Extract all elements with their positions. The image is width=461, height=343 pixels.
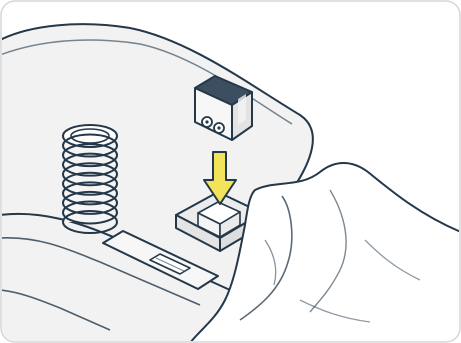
spring-body: [63, 136, 117, 222]
coil-spring: [63, 125, 117, 233]
